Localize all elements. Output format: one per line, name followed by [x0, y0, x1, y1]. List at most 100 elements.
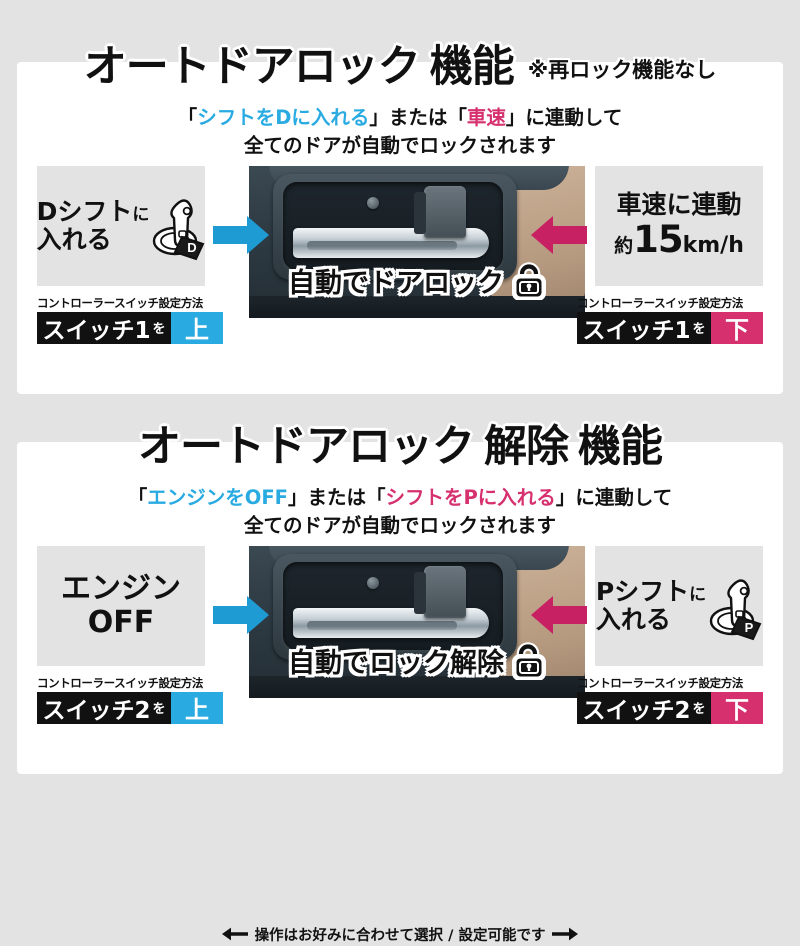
switch-setting-label: コントローラースイッチ設定方法 — [577, 296, 743, 310]
shift-lever-icon: P — [709, 579, 762, 641]
engine-off-line2: OFF — [87, 605, 155, 640]
switch-particle: を — [692, 702, 706, 717]
switch-name-text: スイッチ2 — [582, 697, 691, 724]
photo-caption-lock: 自動でドアロック — [249, 261, 585, 300]
photo-caption-unlock: 自動でロック解除 — [249, 641, 585, 680]
vehicle-speed-line1: 車速に連動 — [616, 189, 742, 219]
flow-arrow-left-pink — [531, 596, 587, 634]
vehicle-speed-prefix: 約 — [614, 235, 634, 258]
photo-caption-text: 自動でロック解除 — [288, 648, 504, 679]
door-handle-photo-unlock: 自動でロック解除 — [249, 546, 585, 698]
auto-door-lock-card: オートドアロック機能 ※再ロック機能なし 「シフトをDに入れる」または「車速」に… — [17, 46, 783, 564]
shift-to-d-line1-suffix: に — [132, 204, 150, 225]
subtitle-tail: 」に連動して — [555, 486, 673, 509]
subtitle-highlight-engine-off: エンジンをOFF — [147, 486, 288, 509]
section-2-mid-note: 操作はお好みに合わせて選択 / 設定可能です — [221, 922, 579, 946]
flow-arrow-right-blue — [213, 596, 269, 634]
switch-direction-up: 上 — [171, 311, 223, 344]
section-1-title: オートドアロック機能 — [84, 46, 515, 89]
shift-to-p-line1: Pシフト — [595, 576, 690, 606]
door-lock-tab — [414, 566, 466, 618]
section-1-title-note: ※再ロック機能なし — [527, 58, 717, 82]
section-2-title-kaijo: 解除 — [484, 422, 569, 472]
section-1-header: オートドアロック機能 ※再ロック機能なし 「シフトをDに入れる」または「車速」に… — [17, 46, 783, 174]
section-2-title-main: オートドアロック — [138, 422, 475, 472]
bracket-open: 「 — [177, 106, 198, 129]
section-2-body: エンジン OFF 自動でロック解除 — [17, 546, 783, 698]
section-1-subtitle: 「シフトをDに入れる」または「車速」に連動して 全てのドアが自動でロックされます — [17, 104, 783, 159]
vehicle-speed-unit: km/h — [682, 233, 744, 259]
shift-to-d-line2: 入れる — [36, 225, 112, 254]
switch-setting-label: コントローラースイッチ設定方法 — [37, 676, 203, 690]
switch-particle: を — [152, 322, 166, 337]
vehicle-speed-box: 車速に連動 約15km/h — [595, 166, 763, 286]
section-1-title-row: オートドアロック機能 ※再ロック機能なし — [17, 46, 783, 89]
section-2-subtitle: 「エンジンをOFF」または「シフトをPに入れる」に連動して 全てのドアが自動でロ… — [17, 484, 783, 539]
section-1-subtitle-line1: 「シフトをDに入れる」または「車速」に連動して — [17, 104, 783, 132]
switch-direction-down: 下 — [711, 311, 763, 344]
section-2-title: オートドアロック解除機能 — [138, 426, 663, 469]
section-1-body: Dシフトに 入れる D — [17, 166, 783, 318]
shift-to-p-inner: Pシフトに 入れる P — [595, 571, 763, 641]
door-lower-shadow — [249, 296, 585, 318]
handle-screw — [367, 197, 379, 209]
shift-lever-tag-p: P — [745, 620, 754, 635]
handle-screw — [367, 577, 379, 589]
flow-arrow-left-pink — [531, 216, 587, 254]
switch-direction-down: 下 — [711, 691, 763, 724]
vehicle-speed-text: 車速に連動 約15km/h — [595, 189, 763, 262]
shift-to-d-text: Dシフトに 入れる — [36, 196, 150, 255]
section-1-title-main: オートドアロック — [83, 42, 421, 92]
switch-setting-label: コントローラースイッチ設定方法 — [577, 676, 743, 690]
shift-to-d-inner: Dシフトに 入れる D — [37, 191, 205, 261]
engine-off-text: エンジン OFF — [37, 572, 205, 639]
subtitle-highlight-speed: 車速 — [466, 106, 506, 129]
shift-to-p-text: Pシフトに 入れる — [595, 576, 707, 635]
section-1-title-sub: 機能 — [429, 42, 515, 92]
door-handle-photo-lock: 自動でドアロック — [249, 166, 585, 318]
section-2-header: オートドアロック解除機能 「エンジンをOFF」または「シフトをPに入れる」に連動… — [17, 426, 783, 554]
shift-to-d-line1: Dシフト — [36, 196, 133, 226]
subtitle-highlight-shift-d: シフトをDに入れる — [197, 106, 370, 129]
door-lock-tab — [414, 186, 466, 238]
engine-off-box: エンジン OFF — [37, 546, 205, 666]
switch-particle: を — [152, 702, 166, 717]
section-2-subtitle-line1: 「エンジンをOFF」または「シフトをPに入れる」に連動して — [17, 484, 783, 512]
arrow-left-icon — [221, 927, 248, 941]
infographic-page: オートドアロック機能 ※再ロック機能なし 「シフトをDに入れる」または「車速」に… — [17, 46, 783, 944]
section-1-subtitle-line2: 全てのドアが自動でロックされます — [243, 133, 556, 157]
engine-off-line1: エンジン — [61, 571, 181, 607]
shift-to-p-box: Pシフトに 入れる P — [595, 546, 763, 666]
subtitle-mid: 」または「 — [288, 486, 386, 509]
switch-direction-up: 上 — [171, 691, 223, 724]
section-2-title-sub: 機能 — [578, 422, 663, 472]
subtitle-mid: 」または「 — [369, 106, 467, 129]
switch-particle: を — [692, 322, 706, 337]
switch-name-text: スイッチ1 — [582, 317, 691, 344]
vehicle-speed-value: 15 — [633, 218, 683, 262]
arrow-right-icon — [552, 927, 579, 941]
shift-to-d-box: Dシフトに 入れる D — [37, 166, 205, 286]
shift-lever-tag-d: D — [188, 240, 197, 255]
section-2-subtitle-line2: 全てのドアが自動でロックされます — [243, 513, 556, 537]
mid-note-text: 操作はお好みに合わせて選択 / 設定可能です — [254, 927, 546, 944]
subtitle-tail: 」に連動して — [505, 106, 623, 129]
shift-to-p-line1-suffix: に — [689, 584, 707, 605]
switch-name-text: スイッチ1 — [42, 317, 151, 344]
shift-lever-icon: D — [153, 199, 205, 261]
switch-setting-label: コントローラースイッチ設定方法 — [37, 296, 203, 310]
photo-caption-text: 自動でドアロック — [288, 268, 504, 299]
